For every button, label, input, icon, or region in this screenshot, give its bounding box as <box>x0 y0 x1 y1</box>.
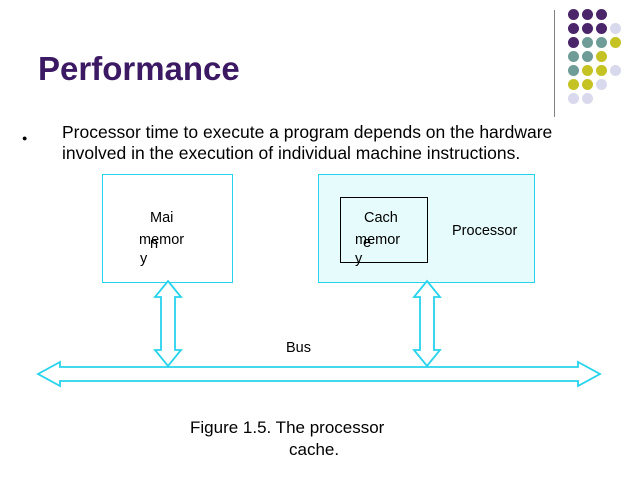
figure-caption-line-2: cache. <box>289 440 340 459</box>
decor-dot <box>596 51 607 62</box>
bus-arrow <box>36 360 602 388</box>
decor-dot <box>568 65 579 76</box>
decor-dot <box>582 93 593 104</box>
decor-dot <box>568 93 579 104</box>
main-memory-label-2: memor <box>139 232 185 248</box>
decor-dot <box>568 79 579 90</box>
main-memory-label-3: y <box>140 251 148 267</box>
decor-dot <box>582 51 593 62</box>
main-memory-label-2-overlap: n <box>150 236 159 252</box>
cache-label-2: memor <box>355 232 401 248</box>
decor-dot <box>596 37 607 48</box>
bus-label: Bus <box>286 340 311 356</box>
decor-dot <box>596 79 607 90</box>
bullet-marker: ● <box>22 133 28 143</box>
decor-dot <box>568 9 579 20</box>
cache-label-1: Cach <box>364 210 398 226</box>
decor-dot <box>596 23 607 34</box>
decor-dot <box>582 65 593 76</box>
decor-dot <box>582 37 593 48</box>
decor-dot <box>568 51 579 62</box>
cache-memory-box <box>340 197 428 263</box>
main-memory-label-1: Mai <box>150 210 174 226</box>
decor-dot <box>582 23 593 34</box>
decor-divider-line <box>554 10 555 117</box>
decor-dot <box>610 23 621 34</box>
memory-bus-arrow <box>153 279 183 368</box>
cache-label-2-overlap: e <box>363 235 372 251</box>
decor-dot <box>610 65 621 76</box>
figure-caption-line-1: Figure 1.5. The processor <box>190 418 385 437</box>
processor-label: Processor <box>452 223 518 239</box>
decor-dot <box>568 23 579 34</box>
page-title: Performance <box>38 50 240 87</box>
cache-label-3: y <box>355 251 363 267</box>
decor-dot <box>582 9 593 20</box>
processor-bus-arrow <box>412 279 442 368</box>
decor-dot <box>596 65 607 76</box>
main-memory-box <box>102 174 233 283</box>
decor-dot <box>596 9 607 20</box>
decor-dot <box>582 79 593 90</box>
decor-dot <box>568 37 579 48</box>
decor-dot <box>610 37 621 48</box>
bullet-text: Processor time to execute a program depe… <box>62 122 553 163</box>
